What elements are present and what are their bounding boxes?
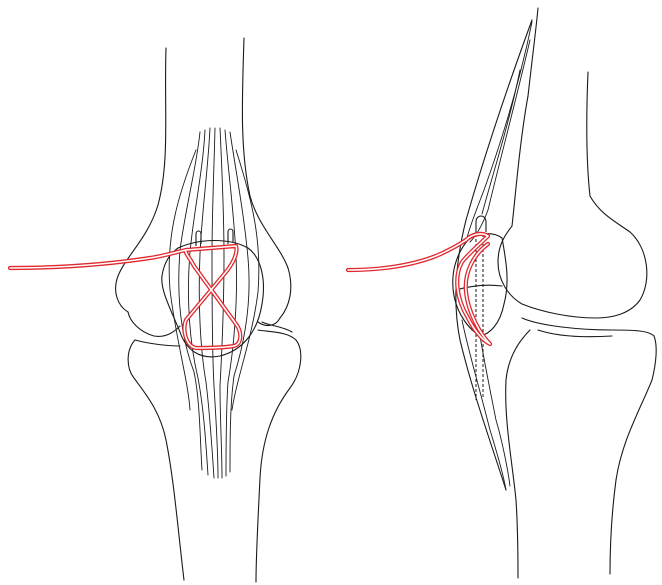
tibia-lateral	[506, 318, 656, 578]
tendon-fibres-anterior	[169, 128, 259, 478]
wire-lead-lateral	[348, 240, 466, 270]
wire-lead-anterior	[10, 250, 186, 268]
femur-lateral	[498, 8, 647, 318]
tension-band-wire-anterior	[10, 246, 240, 348]
tendon-lateral	[462, 22, 532, 490]
lateral-view	[348, 8, 656, 578]
tibia-anterior	[128, 322, 301, 582]
anterior-view	[10, 38, 301, 582]
tension-band-wire-lateral	[348, 234, 490, 344]
femur-anterior	[116, 38, 291, 336]
